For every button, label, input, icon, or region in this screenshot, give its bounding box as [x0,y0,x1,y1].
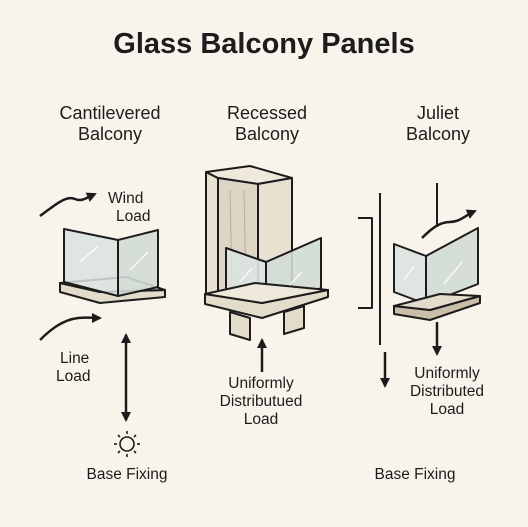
heading-recessed-line1: Recessed [226,103,308,123]
heading-cantilevered: Cantilevered Balcony [35,103,185,144]
udl-center-label-line1: Uniformly [228,375,294,392]
juliet-wall-bracket [358,217,373,309]
line-load-label-line2: Load [56,367,91,385]
udl-center-label-line2: Distributued [219,392,303,410]
cantilevered-balcony-illustration [59,228,166,304]
udl-right-label-line1: Uniformly [414,365,480,382]
cantilevered-glass-side [117,229,159,297]
udl-center-label: Uniformly Distributued Load [196,375,326,428]
juliet-glass-back [393,243,427,305]
wind-load-label: Wind Load [100,190,150,226]
wind-load-label-line2: Load [116,207,151,225]
udl-right-label: Uniformly Distributed Load [382,365,512,418]
udl-right-label-line3: Load [429,400,465,418]
heading-cantilevered-line1: Cantilevered [59,103,161,123]
juliet-balcony-illustration [358,183,481,345]
heading-recessed: Recessed Balcony [192,103,342,144]
sun-icon [114,431,140,457]
juliet-wind-arrow [421,209,477,239]
base-fixing-left-label: Base Fixing [86,466,168,483]
line-load-arrow [39,312,102,341]
diagram-title: Glass Balcony Panels [113,28,415,60]
line-load-label-line1: Line [60,350,90,367]
base-fixing-right-label: Base Fixing [374,466,456,483]
recessed-balcony-illustration [204,165,329,341]
heading-juliet-line1: Juliet [416,103,460,123]
recessed-wall-left [205,171,219,301]
udl-right-label-line2: Distributed [409,382,485,400]
heading-juliet: Juliet Balcony [363,103,513,144]
heading-cantilevered-line2: Balcony [77,123,143,144]
wind-load-arrow [39,192,97,218]
heading-recessed-line2: Balcony [234,123,300,144]
udl-center-label-line3: Load [243,410,279,428]
wind-load-label-line1: Wind [108,190,144,207]
juliet-glass-side [425,227,479,305]
line-load-label: Line Load [40,350,90,386]
heading-juliet-line2: Balcony [405,123,471,144]
